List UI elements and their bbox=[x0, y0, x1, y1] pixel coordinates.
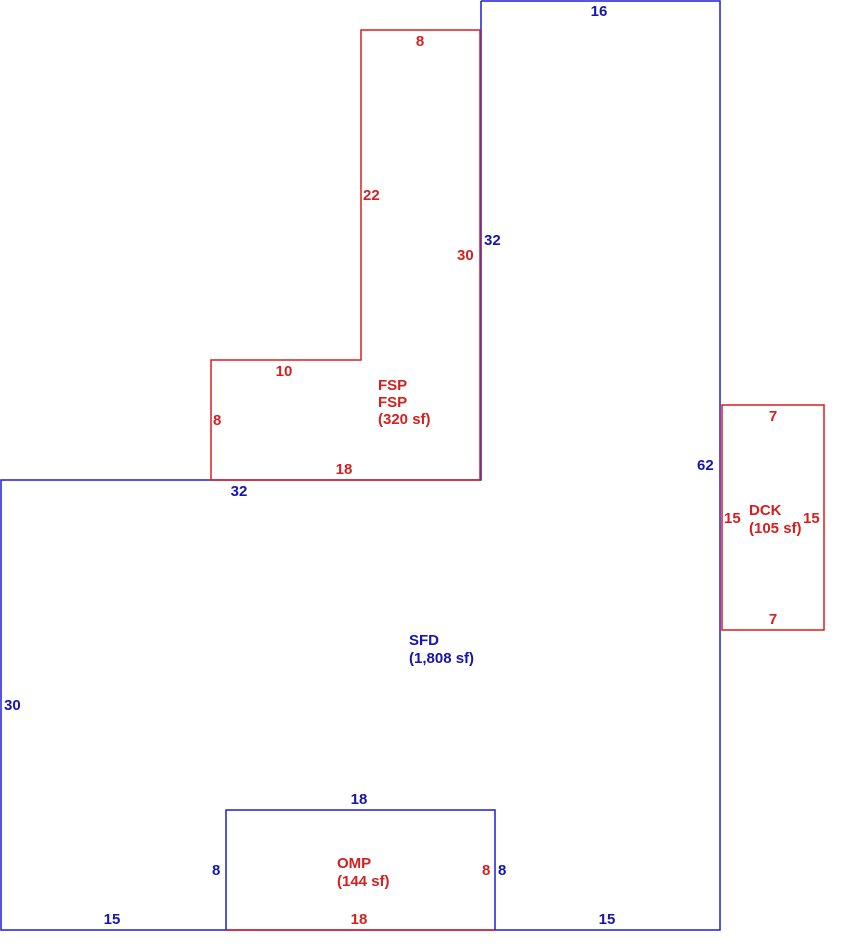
fsp-area: (320 sf) bbox=[378, 411, 431, 428]
fsp-code: FSP bbox=[378, 377, 407, 394]
omp-dim-right-outer: 8 bbox=[498, 862, 506, 879]
sfd-dim-upper-left: 32 bbox=[484, 232, 501, 249]
dck-dim-bottom: 7 bbox=[769, 611, 777, 628]
dck-area: (105 sf) bbox=[749, 520, 802, 537]
fsp-outline bbox=[210, 29, 481, 481]
omp-code: OMP bbox=[337, 855, 371, 872]
dck-dim-right: 15 bbox=[803, 510, 820, 527]
omp-dim-right-inner: 8 bbox=[482, 862, 490, 879]
sfd-area: (1,808 sf) bbox=[409, 650, 474, 667]
omp-dim-left: 8 bbox=[212, 862, 220, 879]
fsp-dim-right: 30 bbox=[457, 247, 474, 264]
fsp-code-second: FSP bbox=[378, 394, 407, 411]
sfd-code: SFD bbox=[409, 632, 439, 649]
sfd-dim-bottom-left: 15 bbox=[104, 911, 121, 928]
dck-outline bbox=[721, 404, 825, 631]
omp-dim-top: 18 bbox=[351, 791, 368, 808]
sfd-dim-top: 16 bbox=[591, 3, 608, 20]
fsp-dim-bottom: 18 bbox=[336, 461, 353, 478]
omp-dim-bottom: 18 bbox=[351, 911, 368, 928]
sfd-outline bbox=[0, 0, 721, 931]
fsp-dim-step: 10 bbox=[276, 363, 293, 380]
dck-code: DCK bbox=[749, 502, 782, 519]
sfd-dim-bottom-right: 15 bbox=[599, 911, 616, 928]
sfd-dim-left: 30 bbox=[4, 697, 21, 714]
dck-dim-top: 7 bbox=[769, 408, 777, 425]
sfd-dim-right: 62 bbox=[697, 457, 714, 474]
omp-area: (144 sf) bbox=[337, 873, 390, 890]
fsp-dim-upper-left: 22 bbox=[363, 187, 380, 204]
omp-outline bbox=[225, 809, 496, 930]
sfd-dim-ledge: 32 bbox=[231, 483, 248, 500]
fsp-dim-lower-left: 8 bbox=[213, 412, 221, 429]
fsp-dim-top: 8 bbox=[416, 33, 424, 50]
dck-dim-left: 15 bbox=[724, 510, 741, 527]
